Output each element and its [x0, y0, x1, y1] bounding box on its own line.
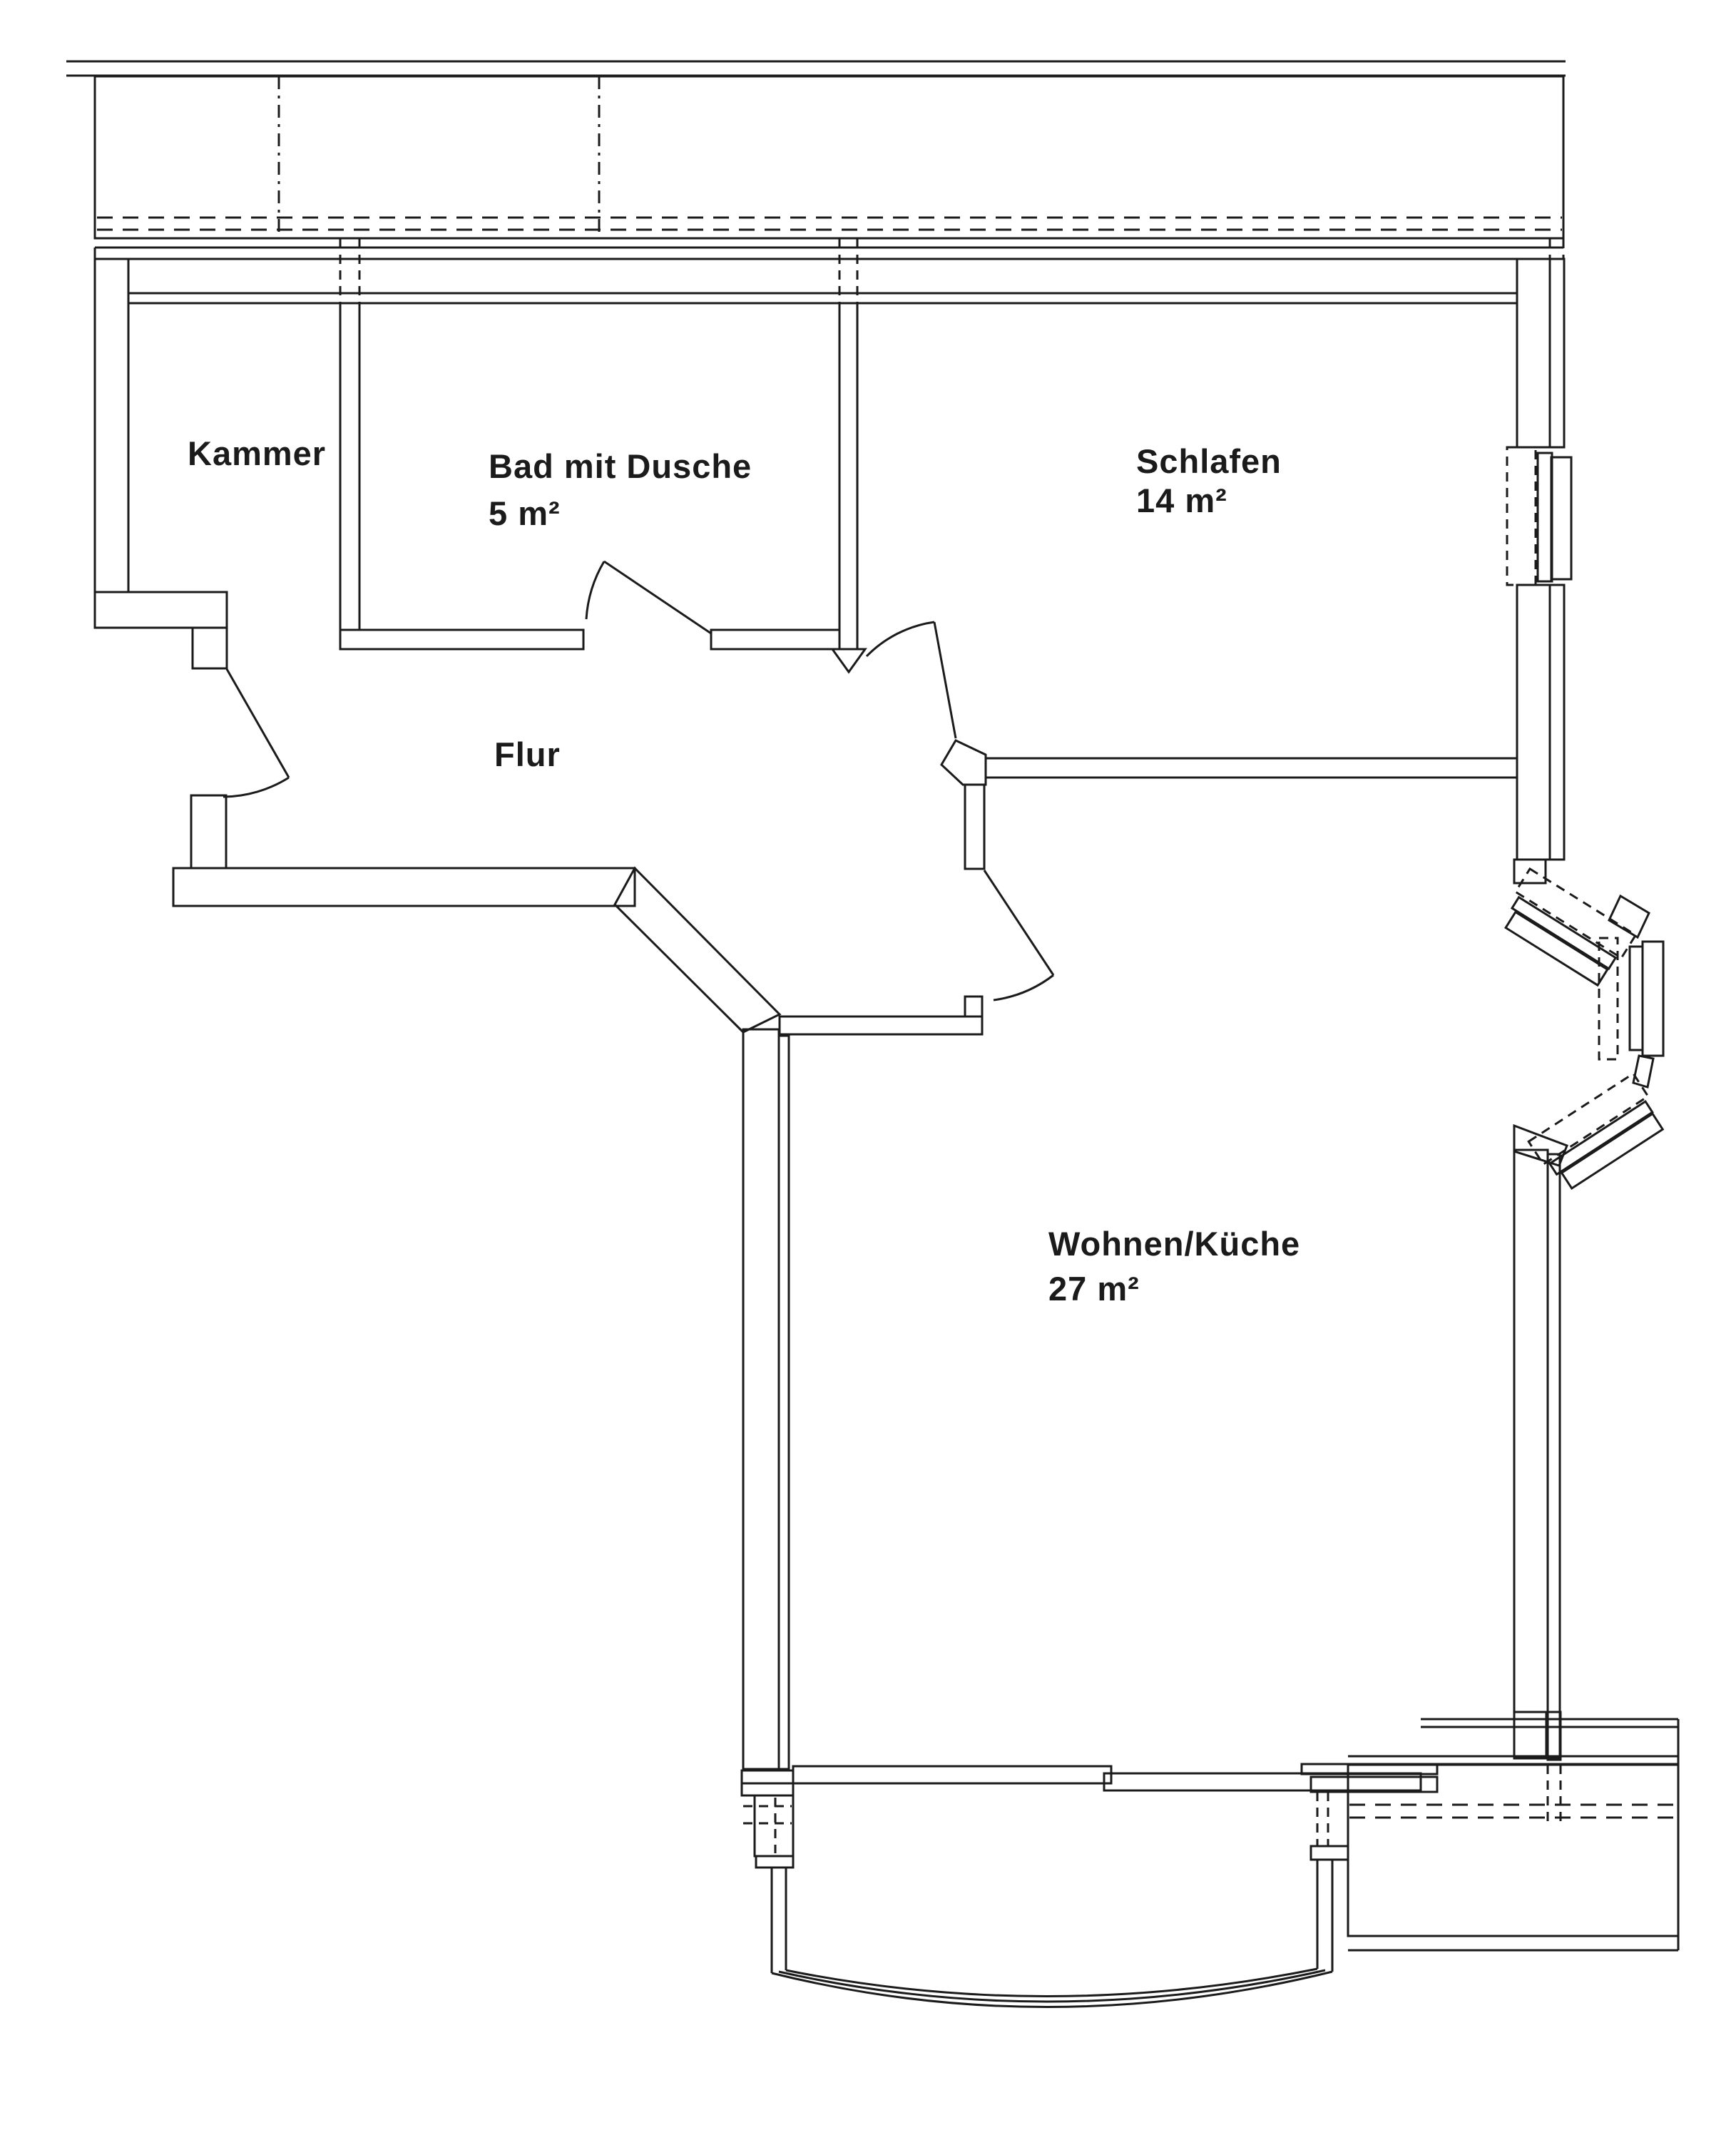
room-area: 5 m² — [489, 494, 561, 532]
bay-corner-insulation-bottom — [1632, 1054, 1655, 1089]
bad-door — [585, 560, 712, 635]
room-area-bad: 5 m² — [489, 495, 561, 532]
wall-left-exterior — [93, 258, 228, 870]
schlafen-door-leaf — [933, 621, 957, 739]
schlafen-window — [1506, 446, 1573, 586]
balcony-parapet-inner — [785, 1967, 1318, 1997]
entry-door-swing-arc — [223, 776, 290, 798]
balcony-door-band — [740, 1763, 1439, 1869]
bay-window-lower — [1527, 1071, 1665, 1191]
bay-wall-stub-top — [1513, 858, 1547, 885]
roof-band-decking — [93, 75, 1565, 240]
wall-right-lower — [1513, 1148, 1562, 1761]
wall-flur-wohnen — [778, 783, 986, 1036]
room-label-wohnen: Wohnen/Küche — [1048, 1226, 1300, 1263]
wall-wohnen-west — [742, 1028, 790, 1770]
wall-flur-south — [172, 866, 782, 1034]
bay-window-front — [1598, 937, 1665, 1061]
wall-diagonal — [613, 866, 782, 1034]
room-area-schlafen: 14 m² — [1136, 482, 1227, 519]
wall-bad-schlafen — [830, 302, 867, 674]
room-name: Flur — [494, 735, 561, 773]
room-label-bad: Bad mit Dusche — [489, 448, 752, 485]
room-area-wohnen: 27 m² — [1048, 1270, 1140, 1308]
room-name: Schlafen — [1136, 442, 1282, 480]
room-label-flur: Flur — [494, 736, 561, 773]
room-label-schlafen: Schlafen — [1136, 443, 1282, 480]
room-label-kammer: Kammer — [188, 435, 326, 472]
wall-insulation-strip — [777, 1034, 790, 1770]
wall-right-exterior — [1516, 258, 1566, 861]
bay-window-upper — [1504, 867, 1638, 987]
room-name: Wohnen/Küche — [1048, 1225, 1301, 1263]
bay-corner-insulation-top — [1608, 894, 1650, 939]
bay-window-assembly — [1504, 858, 1665, 1191]
wohnen-door — [983, 870, 1055, 1002]
schlafen-door-swing-arc — [865, 621, 935, 658]
room-area: 27 m² — [1048, 1270, 1140, 1308]
bad-door-swing-arc — [585, 561, 606, 620]
entry-door-leaf — [225, 668, 290, 778]
bad-door-leaf — [603, 560, 712, 635]
wall-kammer-bad — [339, 302, 361, 631]
room-name: Kammer — [188, 434, 327, 472]
balcony-parapet-outer — [771, 1970, 1333, 2008]
balcony-parapet-mid — [778, 1969, 1326, 2003]
balcony-door-sill-left — [755, 1855, 795, 1869]
entry-door — [223, 668, 290, 798]
wall-top-exterior — [93, 239, 1565, 305]
wall-entry-stub — [190, 794, 228, 870]
room-name: Bad mit Dusche — [489, 447, 752, 485]
wall-bad-south — [339, 628, 841, 651]
balcony-parapet-block-right — [1309, 1845, 1349, 1861]
balcony — [770, 1860, 1334, 2008]
wohnen-door-swing-arc — [993, 974, 1054, 1002]
balcony-window-panel — [792, 1765, 1113, 1785]
room-area: 14 m² — [1136, 482, 1227, 519]
wall-kammer-bottom — [93, 591, 228, 629]
wall-schlafen-wohnen — [940, 739, 1518, 786]
roof-band — [66, 60, 1566, 240]
schlafen-door — [865, 621, 957, 739]
wohnen-door-leaf — [983, 870, 1055, 976]
balcony-window-panel — [1103, 1772, 1422, 1792]
